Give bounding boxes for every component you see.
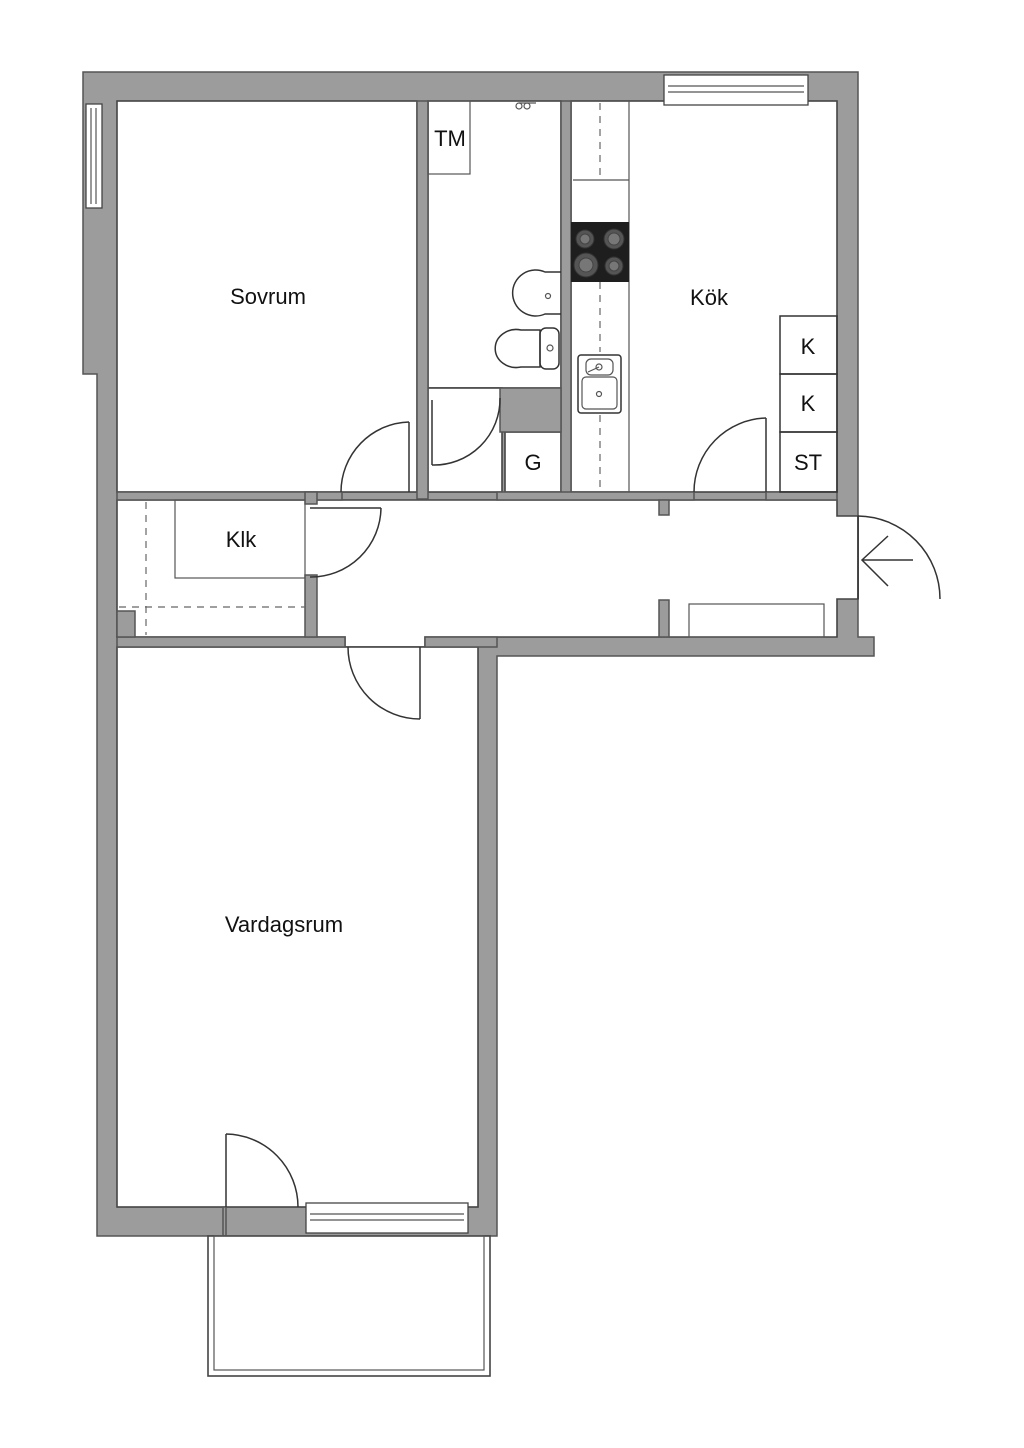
labels: Sovrum Kök Klk Vardagsrum TM G K K ST [225, 126, 822, 937]
windows [85, 74, 809, 1234]
kitchen-sink-icon [577, 354, 622, 414]
doors [222, 397, 941, 1237]
room-sovrum [116, 100, 418, 493]
fixture-label-tm: TM [434, 126, 466, 151]
room-bathroom-entry [427, 387, 503, 493]
washing-machine [427, 100, 471, 175]
room-hallway [116, 499, 859, 648]
room-vardagsrum [116, 646, 479, 1208]
room-label-klk: Klk [226, 527, 258, 552]
shower-icon [515, 102, 536, 110]
door-bathroom [431, 397, 501, 466]
entrance-arrow-icon [860, 535, 913, 587]
room-label-sovrum: Sovrum [230, 284, 306, 309]
closet-klk [119, 499, 306, 635]
fixture-label-k2: K [801, 391, 816, 416]
sink-icon [511, 269, 561, 317]
room-label-vardagsrum: Vardagsrum [225, 912, 343, 937]
fixture-label-g: G [524, 450, 541, 475]
room-g-closet [504, 431, 562, 493]
stove-icon [571, 222, 629, 282]
window-kok [663, 74, 809, 106]
hallway-wardrobe [688, 603, 825, 638]
toilet-icon [494, 327, 560, 370]
partition-walls [116, 100, 838, 648]
room-label-kok: Kök [690, 285, 729, 310]
kitchen-fixtures [571, 101, 838, 493]
window-sovrum [85, 103, 103, 209]
door-sovrum [340, 421, 410, 493]
door-vardagsrum [347, 646, 421, 720]
door-entrance [857, 515, 941, 600]
wardrobe-box-st [779, 431, 838, 493]
door-kok [693, 417, 767, 493]
bathroom-fixtures [427, 100, 561, 370]
balcony [207, 1235, 491, 1377]
fixture-label-k1: K [801, 334, 816, 359]
fixture-label-st: ST [794, 450, 822, 475]
window-vardagsrum [305, 1202, 469, 1234]
door-klk [309, 507, 382, 578]
